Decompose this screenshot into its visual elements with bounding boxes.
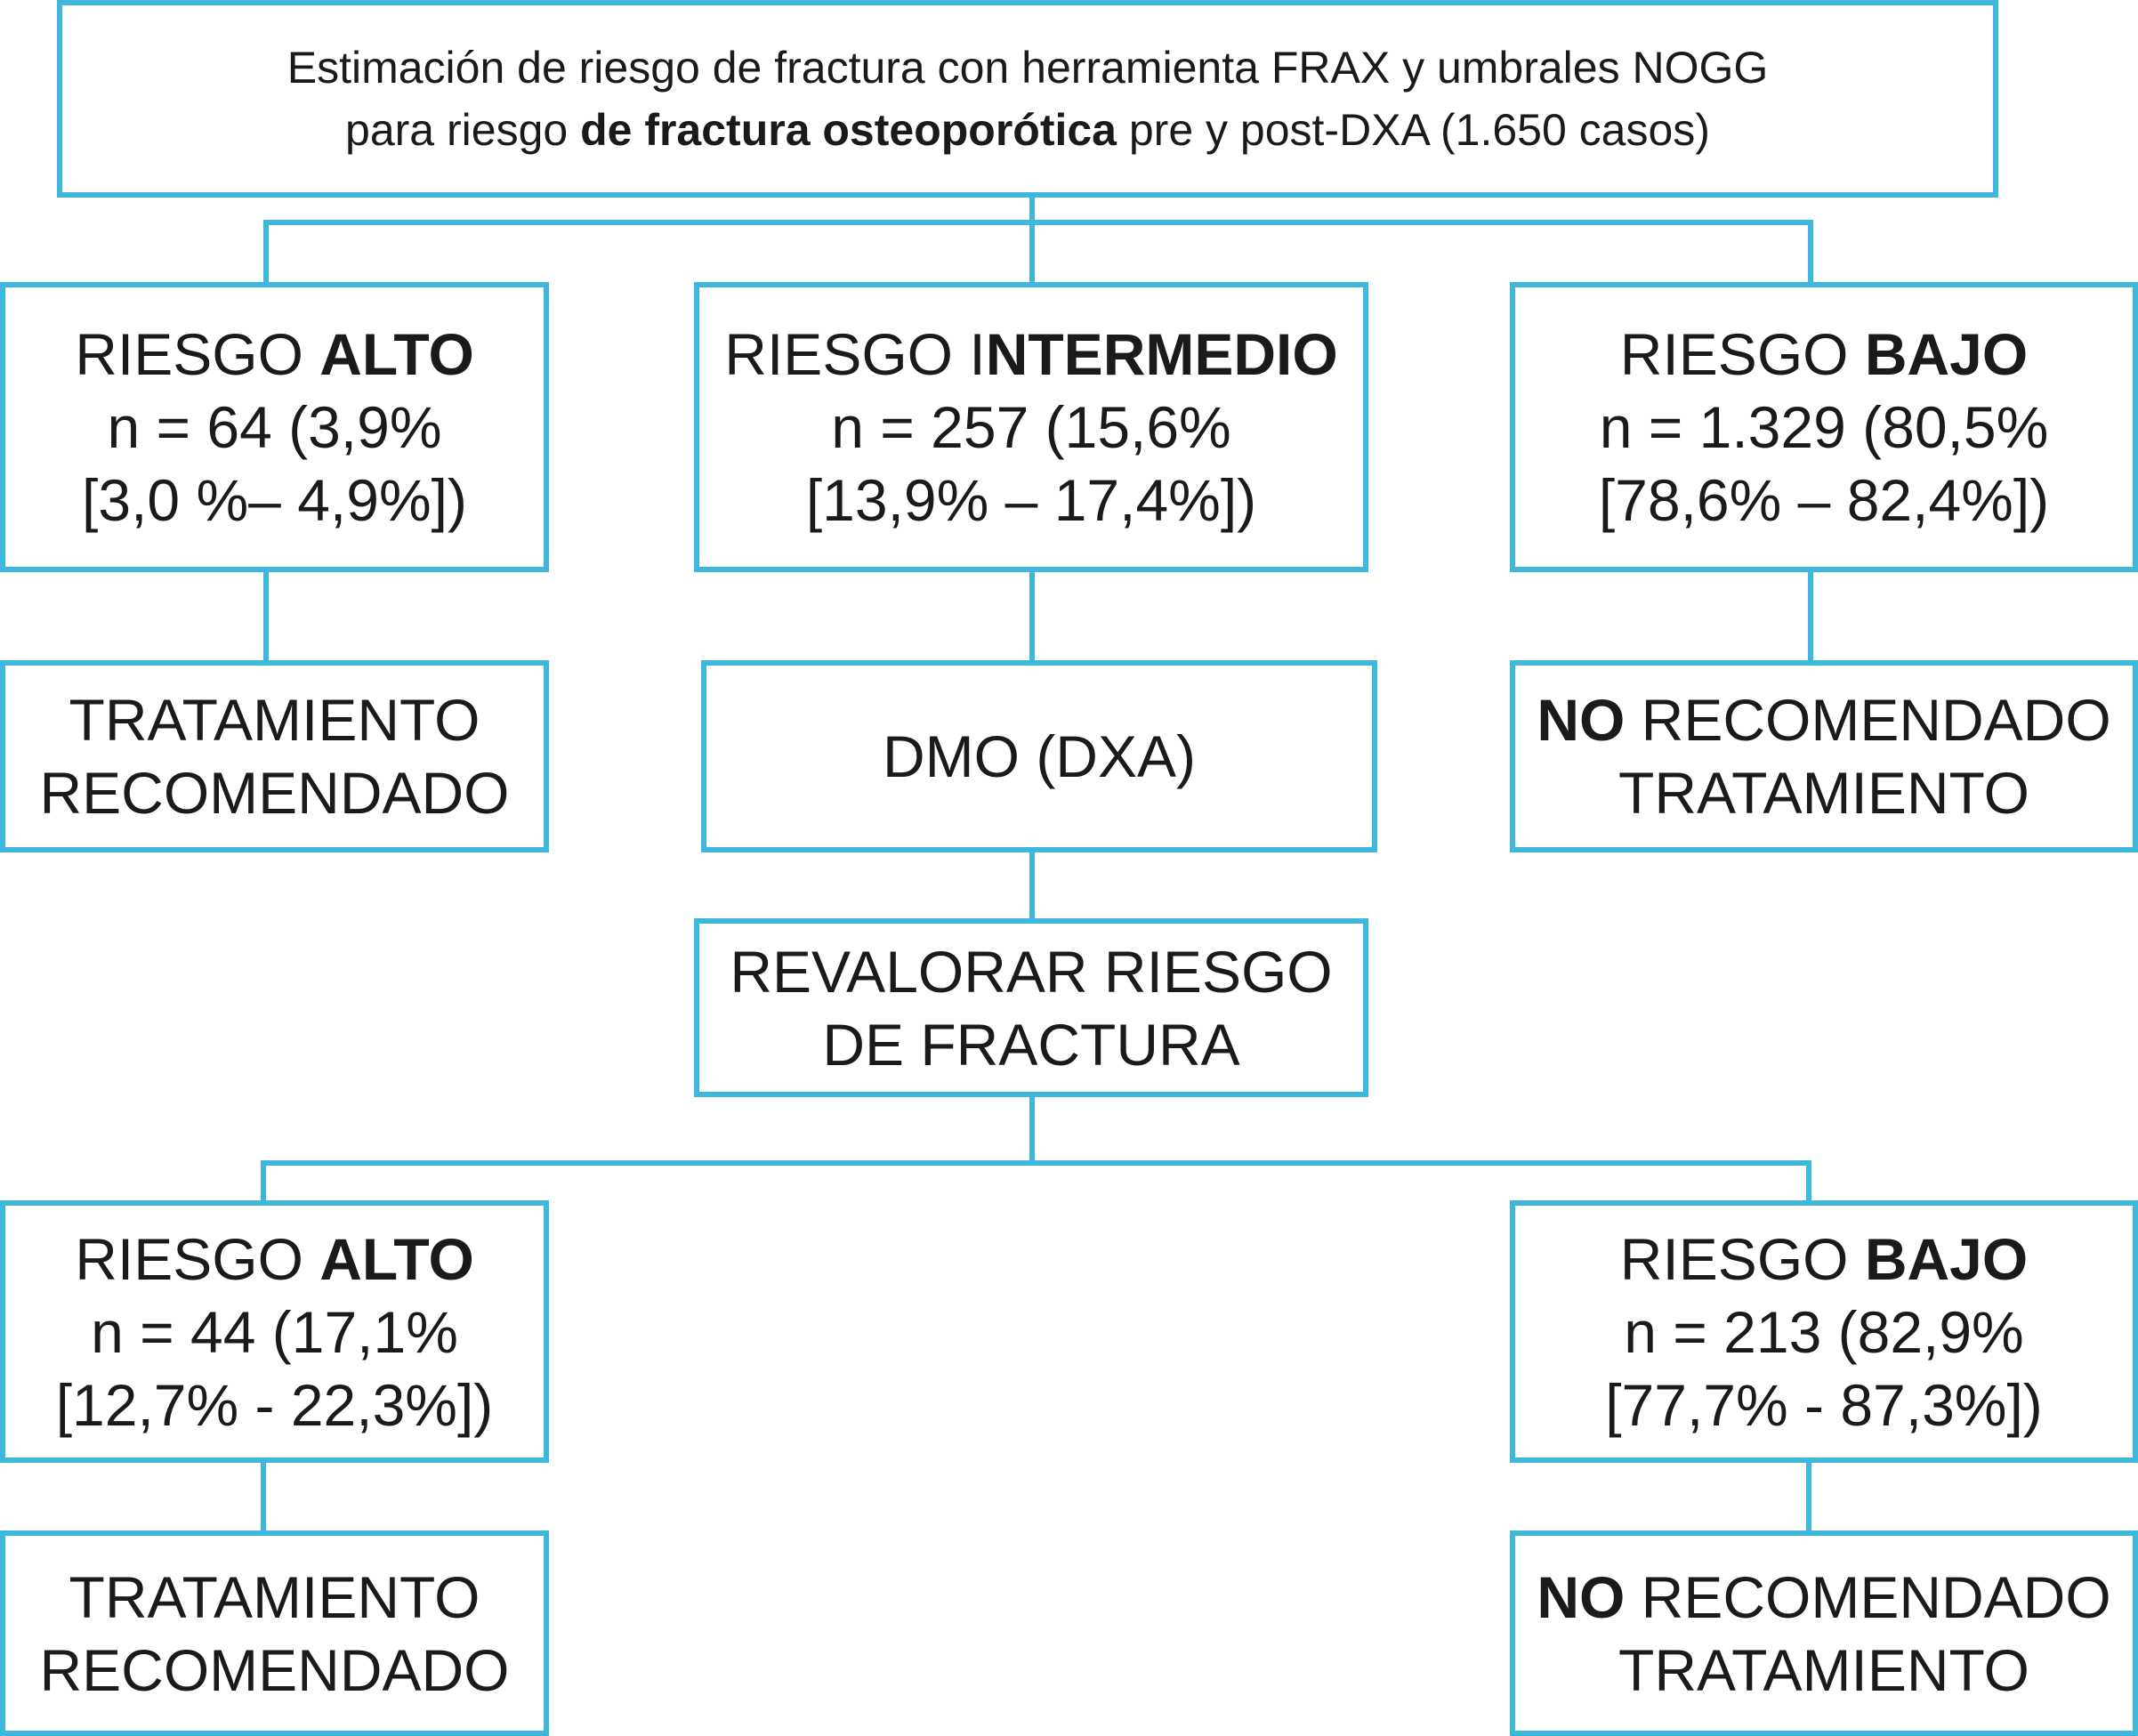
riesgo-bajo-prefix: RIESGO [1619,321,1865,387]
tratamiento-line-2: RECOMENDADO [39,760,510,826]
riesgo-bajo-box: RIESGO BAJO n = 1.329 (80,5% [78,6% – 82… [1510,282,2138,572]
riesgo-bajo-n: n = 1.329 (80,5% [1599,394,2049,460]
tratamiento-recomendado-post-box: TRATAMIENTO RECOMENDADO [0,1530,549,1736]
riesgo-bajo-post-ci: [77,7% - 87,3%]) [1605,1371,2043,1438]
no-recomendado-post-box: NO RECOMENDADO TRATAMIENTO [1510,1530,2138,1736]
title-line-2-pre: para riesgo [345,105,581,155]
riesgo-bajo-post-prefix: RIESGO [1619,1225,1865,1292]
riesgo-intermedio-bold: NTERMEDIO [985,321,1338,387]
riesgo-bajo-post-label: RIESGO BAJO [1620,1223,2028,1296]
no-recomendado-box: NO RECOMENDADO TRATAMIENTO [1510,660,2138,852]
riesgo-intermedio-label: RIESGO INTERMEDIO [724,318,1337,391]
riesgo-alto-n: n = 64 (3,9% [107,394,442,460]
riesgo-bajo-post-box: RIESGO BAJO n = 213 (82,9% [77,7% - 87,3… [1510,1200,2138,1463]
riesgo-bajo-label: RIESGO BAJO [1620,318,2028,391]
connector-bajo2-to-no-tratamiento [1806,1460,1811,1533]
no-recomendado-post-rest: RECOMENDADO [1625,1563,2111,1630]
no-recomendado-bold: NO [1537,687,1626,753]
riesgo-alto-post-box: RIESGO ALTO n = 44 (17,1% [12,7% - 22,3%… [0,1200,549,1463]
riesgo-alto-box: RIESGO ALTO n = 64 (3,9% [3,0 %– 4,9%]) [0,282,549,572]
connector-intermedio-to-dmo [1029,569,1035,663]
riesgo-alto-bold: ALTO [319,321,474,387]
riesgo-bajo-ci: [78,6% – 82,4%]) [1598,467,2050,533]
riesgo-intermedio-n: n = 257 (15,6% [831,394,1231,460]
revalorar-riesgo-box: REVALORAR RIESGO DE FRACTURA [694,918,1368,1097]
title-line-2-bold: de fractura osteoporótica [580,105,1117,155]
title-line-1: Estimación de riesgo de fractura con her… [286,43,1769,93]
no-recomendado-post-line-1: NO RECOMENDADO [1537,1561,2110,1634]
title-line-2: para riesgo de fractura osteoporótica pr… [345,99,1710,161]
connector-to-alto-2 [261,1160,266,1203]
revalorar-line-1: REVALORAR RIESGO [730,938,1333,1005]
riesgo-alto-post-bold: ALTO [319,1225,474,1292]
revalorar-line-2: DE FRACTURA [822,1011,1240,1078]
riesgo-intermedio-box: RIESGO INTERMEDIO n = 257 (15,6% [13,9% … [694,282,1368,572]
tratamiento-post-line-2: RECOMENDADO [39,1636,510,1703]
connector-alto-to-tratamiento [263,569,269,663]
riesgo-intermedio-prefix: RIESGO I [724,321,986,387]
riesgo-alto-post-label: RIESGO ALTO [75,1223,474,1296]
connector-title-down [1029,196,1035,285]
no-recomendado-post-line-2: TRATAMIENTO [1618,1636,2029,1703]
connector-level3-horizontal [261,1160,1811,1166]
connector-to-bajo-2 [1806,1160,1811,1203]
riesgo-bajo-post-n: n = 213 (82,9% [1624,1298,2024,1365]
connector-to-bajo [1808,220,1813,285]
connector-to-alto [263,220,269,285]
dmo-dxa-box: DMO (DXA) [701,660,1377,852]
connector-level1-horizontal [263,220,1813,225]
dmo-dxa-label: DMO (DXA) [883,723,1196,789]
riesgo-alto-post-prefix: RIESGO [75,1225,320,1292]
title-line-2-post: pre y post-DXA (1.650 casos) [1116,105,1710,155]
no-recomendado-post-bold: NO [1537,1563,1626,1630]
tratamiento-recomendado-box: TRATAMIENTO RECOMENDADO [0,660,549,852]
riesgo-alto-ci: [3,0 %– 4,9%]) [82,467,467,533]
connector-bajo-to-no-tratamiento [1808,569,1813,663]
riesgo-intermedio-ci: [13,9% – 17,4%]) [805,467,1257,533]
riesgo-alto-prefix: RIESGO [75,321,320,387]
riesgo-bajo-post-bold: BAJO [1864,1225,2029,1292]
no-recomendado-rest: RECOMENDADO [1625,687,2111,753]
connector-alto2-to-tratamiento [261,1460,266,1533]
riesgo-alto-label: RIESGO ALTO [75,318,474,391]
no-recomendado-line-1: NO RECOMENDADO [1537,683,2110,756]
riesgo-alto-post-ci: [12,7% - 22,3%]) [55,1371,494,1438]
riesgo-alto-post-n: n = 44 (17,1% [91,1298,458,1365]
riesgo-bajo-bold: BAJO [1864,321,2029,387]
title-box: Estimación de riesgo de fractura con her… [57,0,1998,198]
no-recomendado-line-2: TRATAMIENTO [1618,760,2029,826]
connector-revalorar-down [1029,1094,1035,1166]
tratamiento-post-line-1: TRATAMIENTO [69,1563,480,1630]
tratamiento-line-1: TRATAMIENTO [69,687,480,753]
connector-dmo-to-revalorar [1029,850,1035,921]
